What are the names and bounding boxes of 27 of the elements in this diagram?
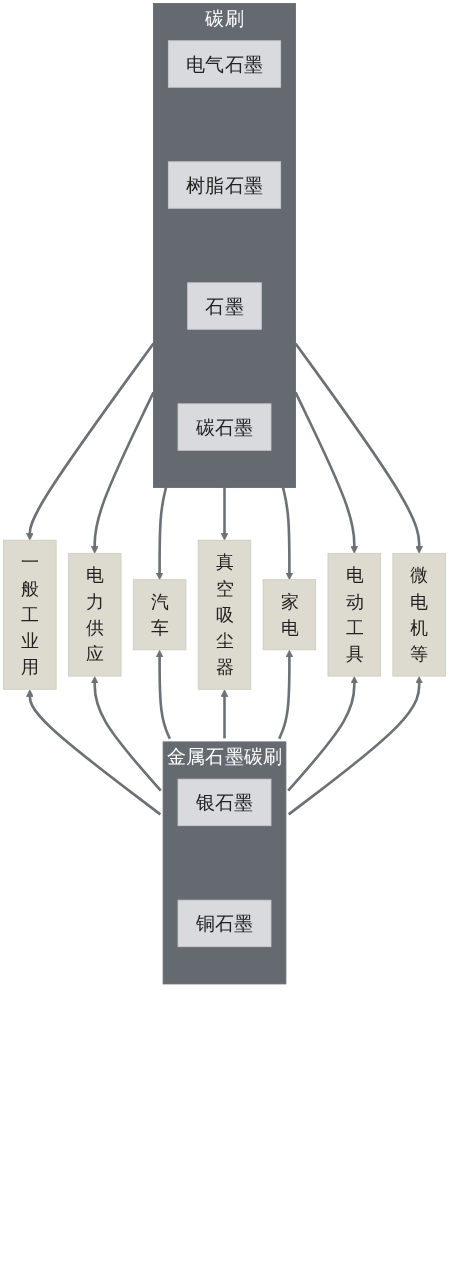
arrow bbox=[287, 676, 424, 816]
node-box: 树脂石墨 bbox=[167, 161, 282, 209]
arrow bbox=[278, 649, 294, 740]
node-box: 电动工具 bbox=[327, 552, 382, 677]
arrow bbox=[155, 487, 168, 580]
node-box: 碳石墨 bbox=[177, 403, 272, 451]
arrow bbox=[25, 689, 162, 816]
node-box: 电力供应 bbox=[67, 552, 122, 677]
node-box: 一般工业用 bbox=[3, 539, 57, 690]
arrow bbox=[294, 342, 424, 554]
arrow bbox=[90, 676, 162, 792]
arrow bbox=[294, 391, 359, 554]
node-box: 电气石墨 bbox=[167, 40, 282, 88]
node-box: 汽车 bbox=[132, 579, 187, 651]
arrow bbox=[281, 487, 294, 580]
node-box: 银石墨 bbox=[177, 778, 272, 827]
arrow bbox=[25, 342, 155, 541]
node-box: 真空吸尘器 bbox=[197, 539, 252, 690]
arrow bbox=[220, 689, 229, 739]
arrow bbox=[220, 487, 229, 541]
node-box: 家电 bbox=[262, 579, 317, 651]
node-box: 微电机等 bbox=[392, 552, 446, 677]
arrow bbox=[90, 391, 155, 554]
arrow bbox=[287, 676, 359, 792]
arrow bbox=[155, 649, 171, 740]
node-box: 石墨 bbox=[187, 282, 262, 330]
node-box: 铜石墨 bbox=[177, 899, 272, 948]
